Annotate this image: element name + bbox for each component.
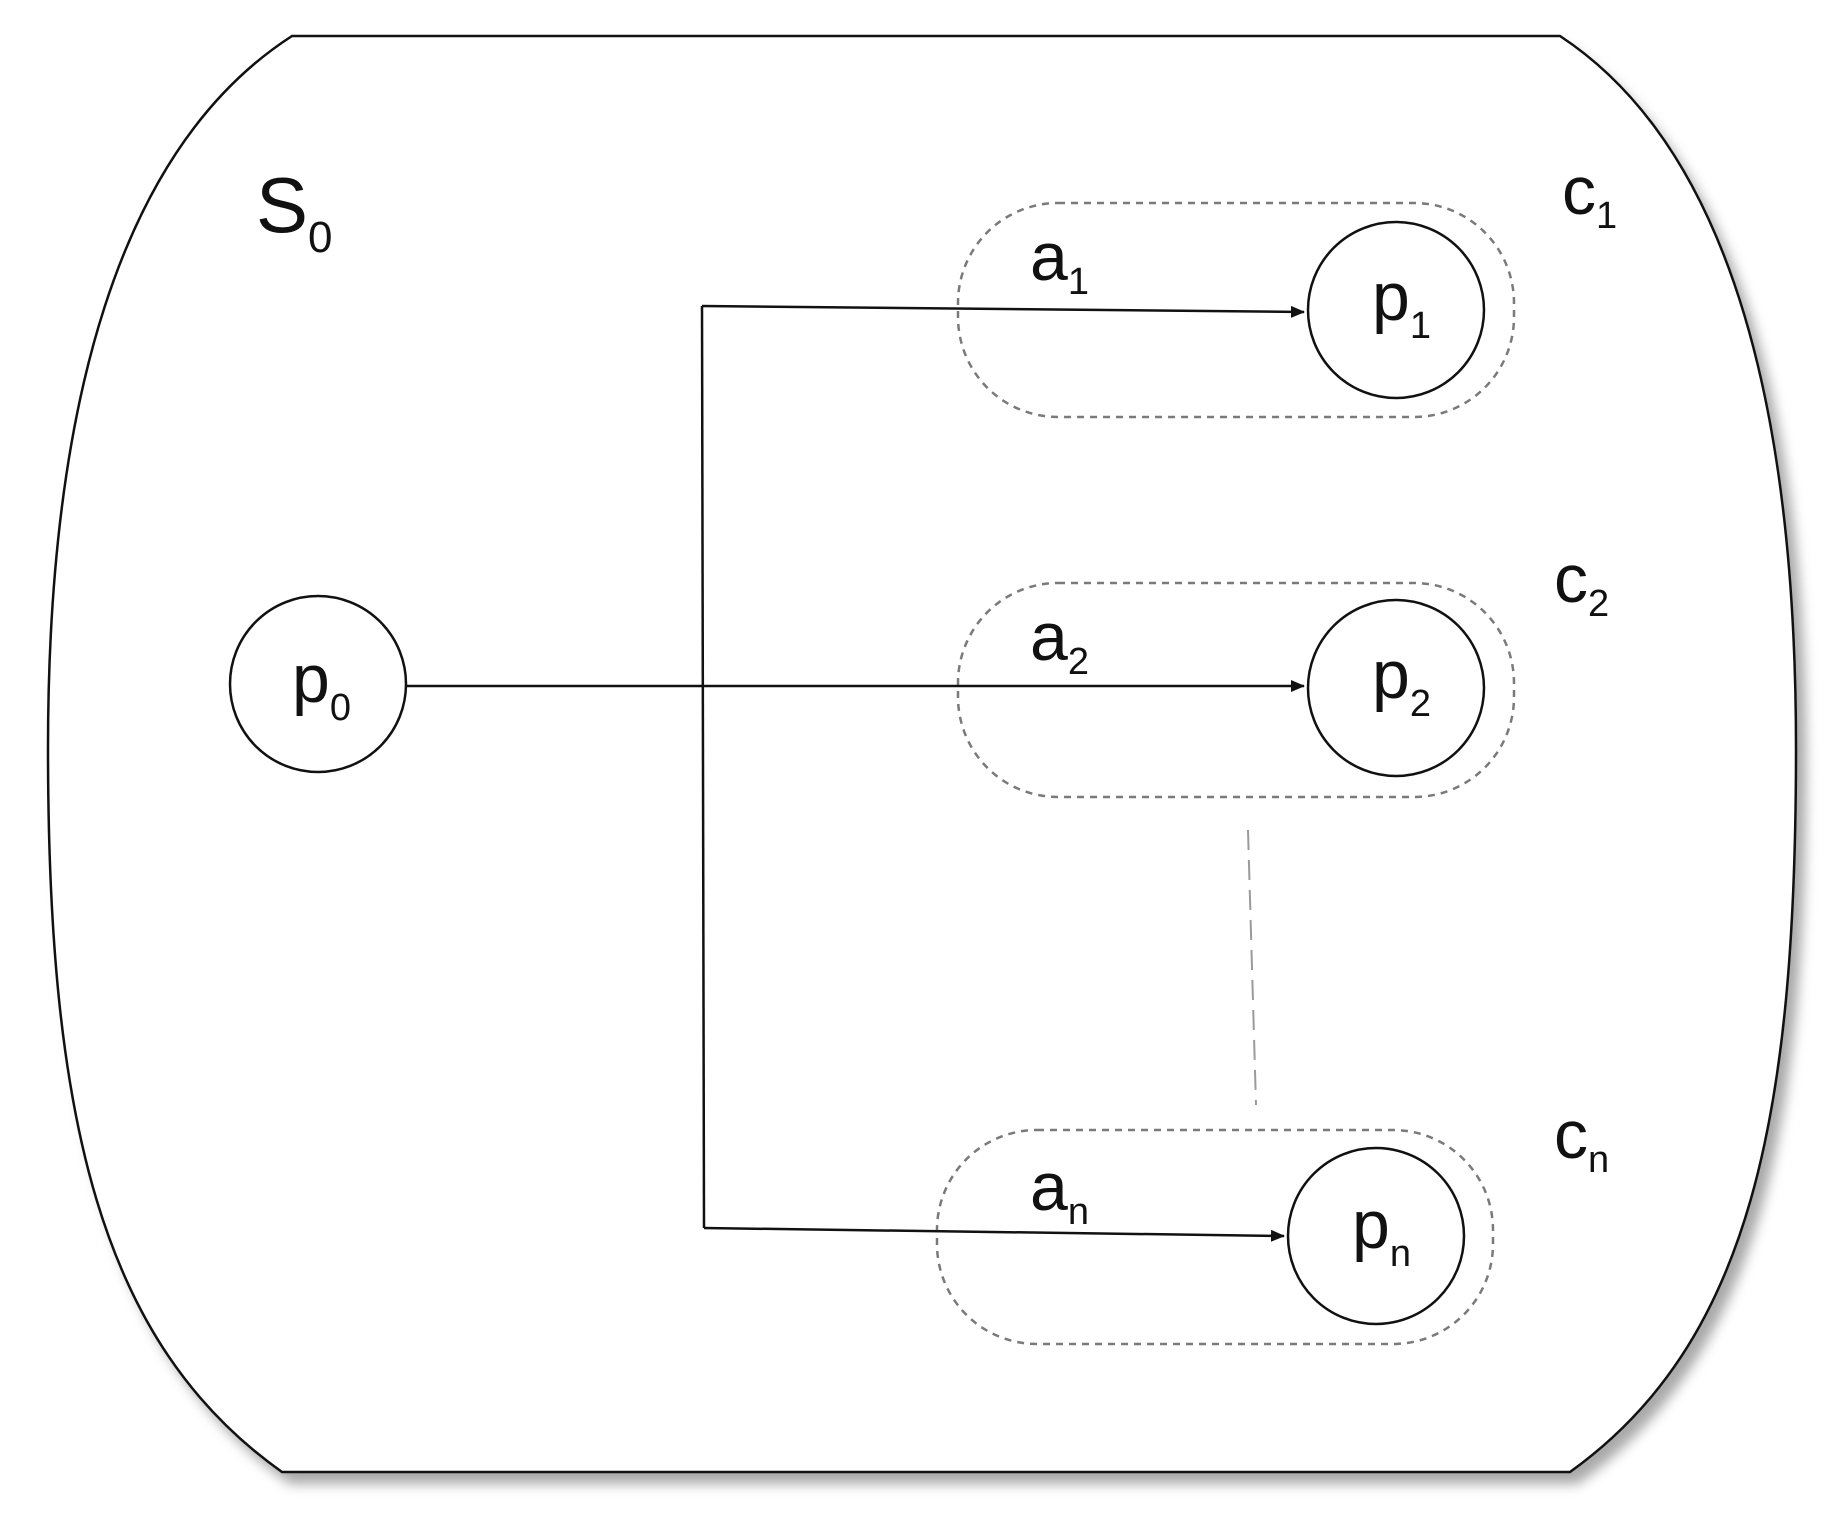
place-pn [1286, 1146, 1466, 1326]
component-cn-label: cn [1554, 1097, 1609, 1181]
place-pn-label: pn [1352, 1187, 1411, 1275]
place-p2 [1306, 598, 1486, 778]
component-c1-container [956, 201, 1516, 419]
component-c2-container [956, 581, 1516, 799]
branch-trunk [700, 305, 706, 1229]
place-p0 [228, 594, 408, 774]
place-p1-label: p1 [1372, 259, 1431, 347]
arc-an-label: an [1030, 1149, 1089, 1233]
arc-a1-label: a1 [1030, 219, 1089, 303]
arc-an [703, 1226, 1285, 1242]
state-boundary [46, 34, 1798, 1474]
place-p2-label: p2 [1372, 637, 1431, 725]
component-c2-label: c2 [1554, 541, 1609, 625]
arc-a1 [701, 304, 1305, 318]
ellipsis-connector [1247, 829, 1257, 1106]
component-c1-label: c1 [1562, 153, 1617, 237]
arc-a2-label: a2 [1030, 599, 1089, 683]
state-label: S0 [256, 161, 333, 262]
place-p0-label: p0 [292, 641, 351, 729]
place-p1 [1306, 220, 1486, 400]
component-cn-container [935, 1128, 1495, 1346]
